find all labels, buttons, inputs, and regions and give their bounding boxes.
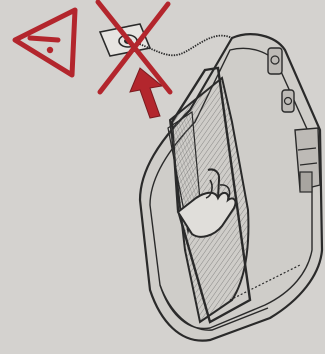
warning-triangle-icon	[15, 10, 75, 75]
device-illustration	[140, 34, 322, 340]
